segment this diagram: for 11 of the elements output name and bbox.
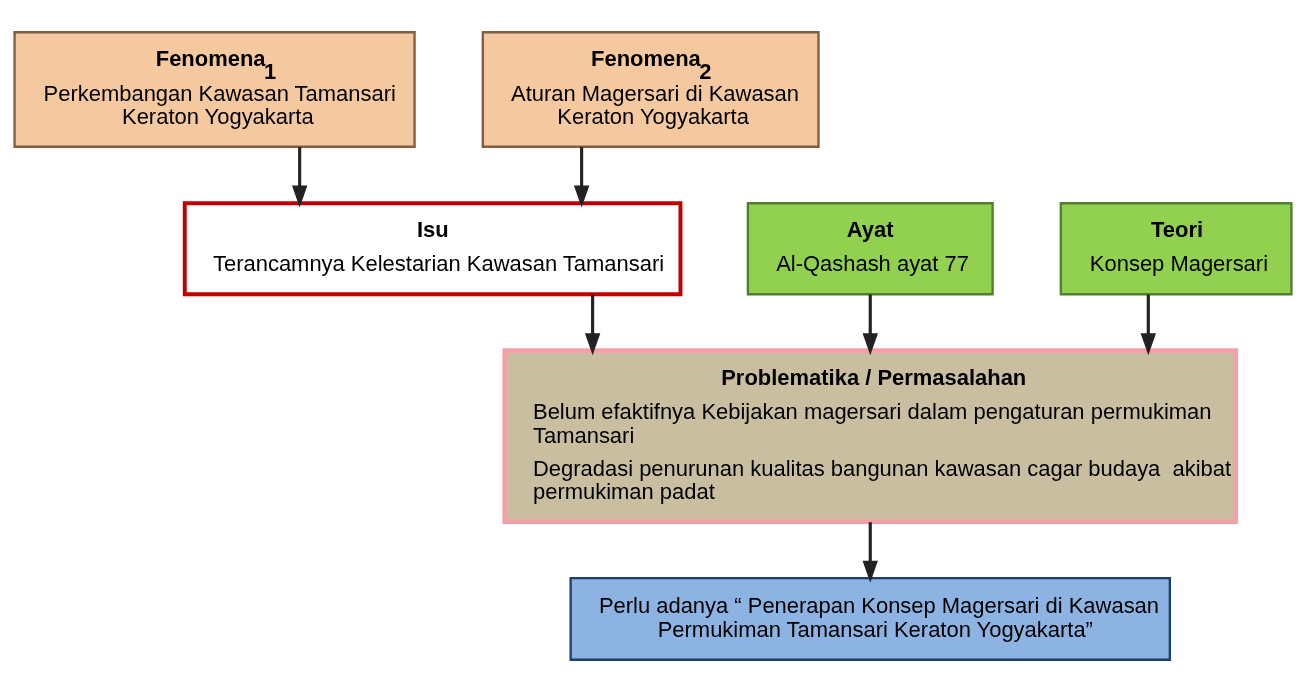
arrow — [1140, 294, 1156, 356]
arrow — [573, 147, 590, 208]
arrow — [862, 522, 878, 583]
arrow — [862, 294, 878, 356]
node-box: Perlu adanya “ Penerapan Konsep Magersari di Kawasan Permukiman Tamansari Keraton Yogyakarta” — [569, 577, 1172, 661]
node-box: Isu Terancamnya Kelestarian Kawasan Tamansari — [182, 201, 683, 297]
arrow — [584, 294, 601, 356]
node-box: Teori Konsep Magersari — [1059, 202, 1293, 296]
arrow — [291, 147, 308, 208]
node-box: Problematika / Permasalahan Belum efaktifnya Kebijakan magersari dalam pengaturan permukiman Tamansari Degradasi penurunan kualitas bangunan kawasan cagar budaya akibat permukiman padat — [502, 348, 1239, 525]
node-box: Ayat Al-Qashash ayat 77 — [746, 202, 994, 296]
